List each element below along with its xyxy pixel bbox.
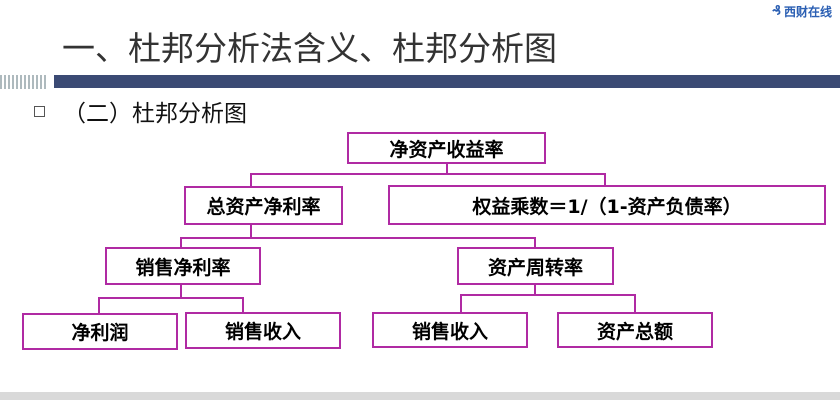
node-net-profit: 净利润 (22, 313, 178, 350)
square-bullet-icon (34, 105, 45, 117)
node-total-asset-net-margin: 总资产净利率 (184, 186, 343, 225)
logo-text: 西财在线 (783, 4, 832, 19)
connector-to-total-assets (634, 294, 636, 313)
node-sales-revenue-left: 销售收入 (185, 312, 341, 349)
page-title: 一、杜邦分析法含义、杜邦分析图 (62, 29, 557, 68)
node-equity-multiplier: 权益乘数＝1/（1-资产负债率） (388, 185, 826, 225)
connector-level2-horizontal (180, 237, 536, 239)
title-divider-pattern (0, 75, 46, 89)
connector-to-sales-revenue-2 (460, 294, 462, 313)
connector-to-total-asset-margin (250, 173, 252, 187)
subtitle: （二）杜邦分析图 (63, 101, 247, 127)
logo: ₰ 西财在线 (772, 2, 832, 20)
connector-to-sales-revenue-1 (242, 297, 244, 313)
connector-to-sales-margin (180, 237, 182, 248)
bottom-bar (0, 392, 840, 400)
node-total-assets: 资产总额 (557, 312, 713, 348)
connector-sales-margin-down (180, 284, 182, 298)
title-divider-bar (54, 75, 840, 88)
node-asset-turnover: 资产周转率 (457, 247, 614, 285)
connector-level3-left-horizontal (98, 297, 244, 299)
connector-to-equity-multiplier (604, 173, 606, 186)
connector-level1-down (250, 224, 252, 238)
logo-icon: ₰ (771, 3, 781, 19)
node-roe: 净资产收益率 (347, 132, 546, 164)
connector-to-net-profit (98, 297, 100, 314)
connector-to-asset-turnover (534, 237, 536, 248)
subtitle-row: （二）杜邦分析图 (34, 96, 247, 127)
node-sales-revenue-right: 销售收入 (372, 312, 528, 348)
connector-root-down (446, 163, 448, 174)
node-sales-net-margin: 销售净利率 (105, 247, 261, 285)
connector-level3-right-horizontal (460, 294, 636, 296)
connector-level1-horizontal (250, 173, 606, 175)
connector-asset-turnover-down (534, 284, 536, 295)
